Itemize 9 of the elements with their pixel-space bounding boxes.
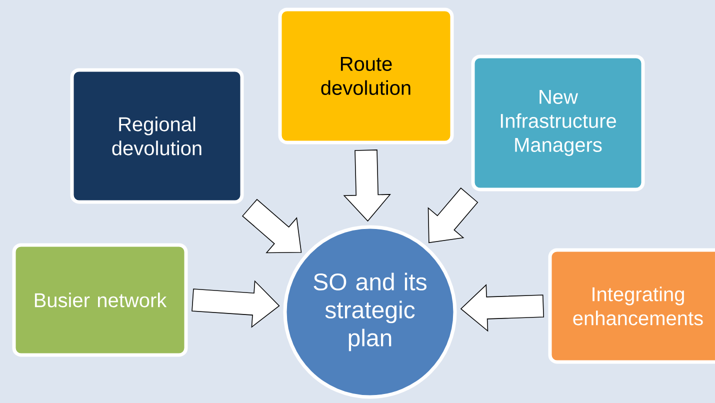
process-box: Busier network [12,243,188,357]
block-arrow [343,150,391,222]
block-arrow [428,188,478,244]
process-box: Integrating enhancements [548,248,715,364]
block-arrow [460,284,544,332]
process-box: New Infrastructure Managers [471,54,645,192]
process-box: Regional devolution [70,68,244,204]
block-arrow [192,280,280,328]
process-box: Route devolution [278,8,454,144]
